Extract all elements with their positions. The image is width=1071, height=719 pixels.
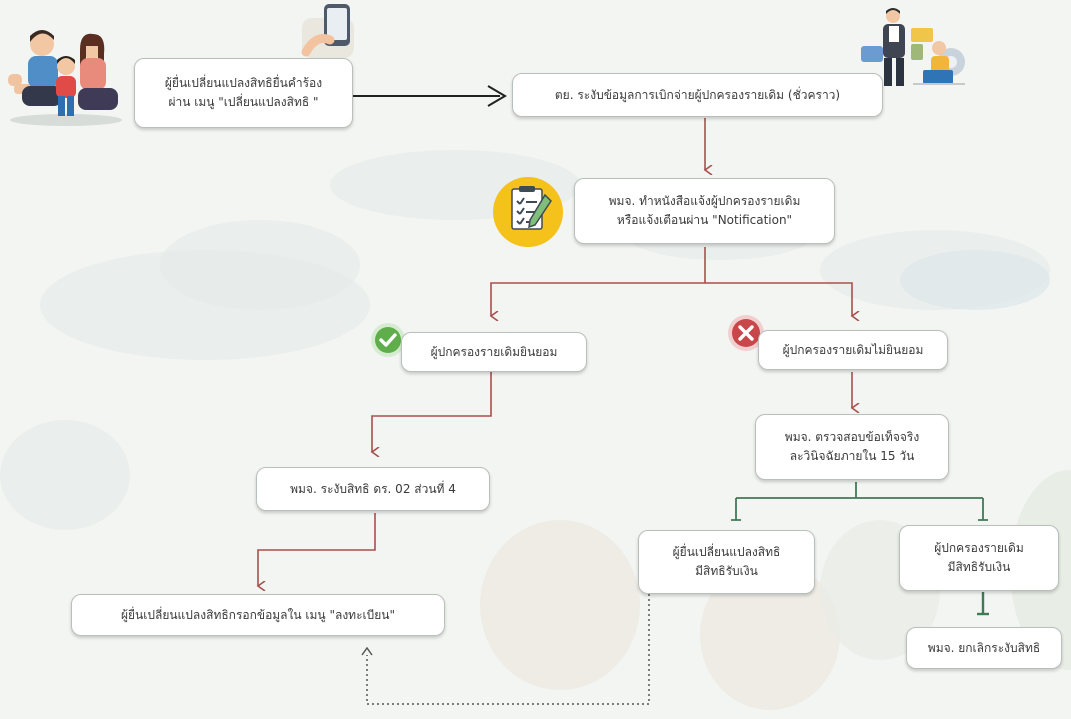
arrow-original-to-cancel bbox=[977, 592, 989, 616]
suspend-temp-line1: ตย. ระงับข้อมูลการเบิกจ่ายผู้ปกครองรายเด… bbox=[554, 87, 841, 102]
requester-entitled-box: ผู้ยื่นเปลี่ยนแปลงสิทธิ มีสิทธิรับเงิน bbox=[638, 530, 815, 594]
consent-box: ผู้ปกครองรายเดิมยินยอม bbox=[401, 332, 587, 372]
verify-line1: พมจ. ตรวจสอบข้อเท็จจริง bbox=[784, 430, 920, 444]
requester-box: ผู้ยื่นเปลี่ยนแปลงสิทธิยื่นคำร้อง ผ่าน เ… bbox=[134, 58, 353, 128]
arrow-requester-to-suspend bbox=[353, 85, 507, 107]
register-box: ผู้ยื่นเปลี่ยนแปลงสิทธิกรอกข้อมูลใน เมนู… bbox=[71, 594, 445, 636]
cross-icon bbox=[728, 315, 764, 351]
verify-line2: ละวินิจฉัยภายใน 15 วัน bbox=[789, 449, 915, 463]
suspend-temp-box: ตย. ระงับข้อมูลการเบิกจ่ายผู้ปกครองรายเด… bbox=[512, 73, 883, 117]
arrow-notify-to-consent bbox=[491, 247, 706, 316]
requester-line1: ผู้ยื่นเปลี่ยนแปลงสิทธิยื่นคำร้อง bbox=[164, 76, 323, 90]
no-consent-label: ผู้ปกครองรายเดิมไม่ยินยอม bbox=[782, 342, 924, 357]
no-consent-box: ผู้ปกครองรายเดิมไม่ยินยอม bbox=[758, 330, 948, 370]
consent-label: ผู้ปกครองรายเดิมยินยอม bbox=[430, 344, 558, 359]
arrow-notify-to-noconsent bbox=[705, 282, 852, 316]
arrow-consent-to-suspendform bbox=[372, 372, 492, 452]
office-workers-illustration bbox=[861, 8, 965, 86]
suspend-form-label: พมจ. ระงับสิทธิ ดร. 02 ส่วนที่ 4 bbox=[290, 481, 456, 496]
dotted-return-arrow bbox=[361, 594, 650, 705]
family-illustration bbox=[8, 30, 122, 126]
original-entitled-box: ผู้ปกครองรายเดิม มีสิทธิรับเงิน bbox=[899, 525, 1059, 591]
cancel-suspend-box: พมจ. ยกเลิกระงับสิทธิ bbox=[906, 627, 1062, 669]
notify-line2: หรือแจ้งเตือนผ่าน "Notification" bbox=[616, 213, 793, 227]
register-label: ผู้ยื่นเปลี่ยนแปลงสิทธิกรอกข้อมูลใน เมนู… bbox=[120, 607, 396, 622]
arrow-suspendform-to-register bbox=[258, 513, 376, 586]
suspend-form-box: พมจ. ระงับสิทธิ ดร. 02 ส่วนที่ 4 bbox=[256, 467, 490, 511]
notify-line1: พมจ. ทำหนังสือแจ้งผู้ปกครองรายเดิม bbox=[608, 194, 801, 208]
arrow-verify-split bbox=[731, 482, 988, 521]
requester-line2: ผ่าน เมนู "เปลี่ยนแปลงสิทธิ " bbox=[168, 95, 319, 109]
requester-entitled-line1: ผู้ยื่นเปลี่ยนแปลงสิทธิ bbox=[672, 545, 781, 559]
verify-box: พมจ. ตรวจสอบข้อเท็จจริง ละวินิจฉัยภายใน … bbox=[755, 414, 949, 480]
original-entitled-line1: ผู้ปกครองรายเดิม bbox=[934, 541, 1024, 555]
notify-box: พมจ. ทำหนังสือแจ้งผู้ปกครองรายเดิม หรือแ… bbox=[574, 178, 835, 244]
notepad-icon bbox=[493, 177, 563, 247]
check-icon bbox=[371, 323, 405, 357]
requester-entitled-line2: มีสิทธิรับเงิน bbox=[695, 564, 758, 578]
original-entitled-line2: มีสิทธิรับเงิน bbox=[947, 560, 1011, 574]
cancel-suspend-label: พมจ. ยกเลิกระงับสิทธิ bbox=[927, 640, 1041, 655]
phone-illustration bbox=[301, 4, 354, 58]
